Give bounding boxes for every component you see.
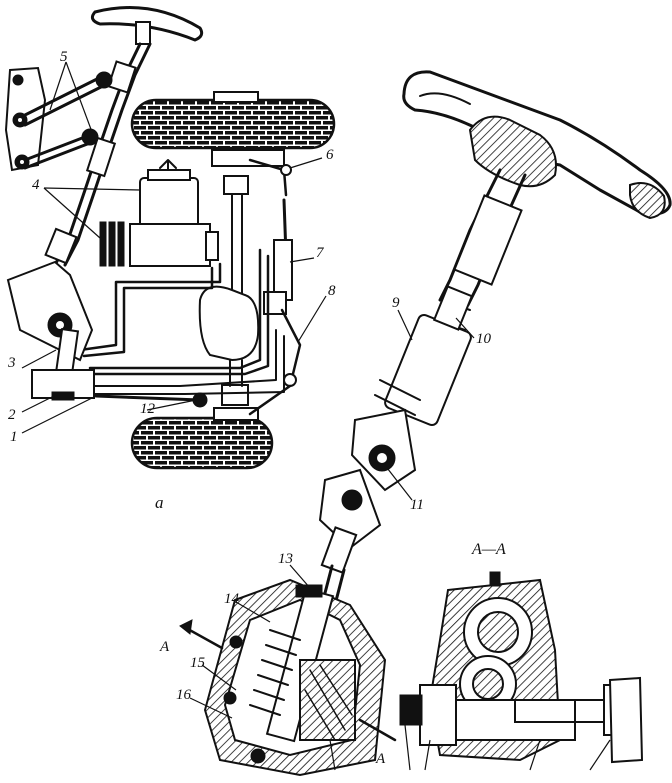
large-steering-wheel xyxy=(402,70,672,331)
callout-9: 9 xyxy=(392,295,400,311)
callout-15: 15 xyxy=(190,655,205,671)
pump-fins xyxy=(99,221,125,267)
callout-14: 14 xyxy=(224,591,239,607)
section-a-a xyxy=(399,571,644,764)
small-steering-wheel xyxy=(44,6,204,267)
pump-reservoir xyxy=(99,159,219,267)
callout-6: 6 xyxy=(326,147,334,163)
section-arrow-label-left: А xyxy=(160,639,170,655)
cardan-shaft xyxy=(316,285,474,626)
leader-lines xyxy=(21,61,611,771)
callout-2: 2 xyxy=(8,407,16,423)
subfigure-label: a xyxy=(155,493,164,512)
callout-13: 13 xyxy=(278,551,293,567)
callout-4: 4 xyxy=(32,177,40,193)
steering-gear-box-a xyxy=(6,260,208,408)
callout-5: 5 xyxy=(60,49,68,65)
section-arrow-label-right: А xyxy=(376,751,386,767)
callout-10: 10 xyxy=(476,331,491,347)
callout-12: 12 xyxy=(140,401,155,417)
callout-16: 16 xyxy=(176,687,191,703)
lower-tire xyxy=(130,407,274,470)
callout-7: 7 xyxy=(316,245,324,261)
callout-1: 1 xyxy=(10,429,18,445)
worm-thread xyxy=(249,629,301,716)
pedal-linkage xyxy=(4,66,113,172)
hydraulic-lines xyxy=(78,248,285,395)
steering-gear-section xyxy=(179,578,397,777)
front-axle xyxy=(198,149,285,406)
upper-tire xyxy=(130,91,336,150)
callout-8: 8 xyxy=(328,283,336,299)
callout-3: 3 xyxy=(8,355,16,371)
diagram-a xyxy=(4,6,336,470)
section-label: А—А xyxy=(472,541,506,558)
callout-11: 11 xyxy=(410,497,424,513)
